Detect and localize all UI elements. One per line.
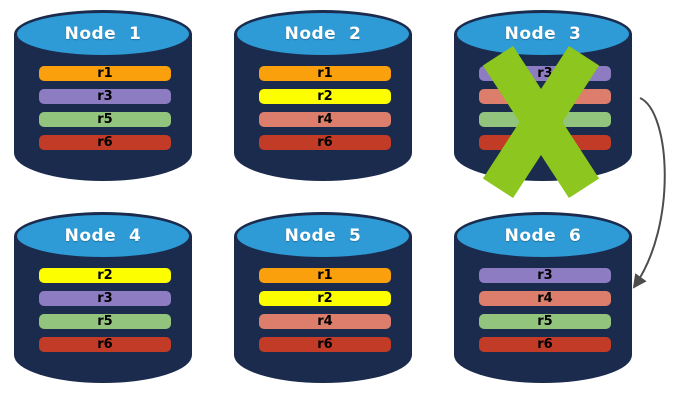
node-title-node-2: Node 2 [284, 24, 362, 44]
replica-bar-r3: r3 [479, 268, 611, 283]
replica-bar-r3: r3 [39, 291, 171, 306]
node-cylinder-node-6: Node 6 r3 r4 r5 r6 [454, 210, 632, 383]
node-title-node-1: Node 1 [64, 24, 142, 44]
node-cylinder-node-4: Node 4 r2 r3 r5 r6 [14, 210, 192, 383]
replica-list: r1 r2 r4 r6 [259, 66, 391, 150]
replica-bar-r2: r2 [259, 89, 391, 104]
replica-list: r2 r3 r5 r6 [39, 268, 171, 352]
replica-bar-r2: r2 [39, 268, 171, 283]
replica-bar-r6: r6 [479, 337, 611, 352]
node-title-node-3: Node 3 [504, 24, 582, 44]
cylinder-top: Node 6 [454, 212, 632, 260]
replica-bar-r4: r4 [479, 291, 611, 306]
cylinder-top: Node 4 [14, 212, 192, 260]
cylinder-top: Node 3 [454, 10, 632, 58]
replica-bar-r5: r5 [479, 314, 611, 329]
cylinder-body [234, 34, 412, 181]
replica-bar-r2: r2 [259, 291, 391, 306]
cylinder-top: Node 2 [234, 10, 412, 58]
replica-bar-r5: r5 [39, 314, 171, 329]
replica-bar-r4: r4 [259, 112, 391, 127]
replica-bar-r6: r6 [259, 337, 391, 352]
node-cylinder-node-5: Node 5 r1 r2 r4 r6 [234, 210, 412, 383]
failover-arrow-path [632, 97, 666, 289]
replica-bar-r6: r6 [259, 135, 391, 150]
cylinder-body [234, 236, 412, 383]
node-title-node-5: Node 5 [284, 226, 362, 246]
node-cylinder-node-2: Node 2 r1 r2 r4 r6 [234, 8, 412, 181]
cylinder-top: Node 5 [234, 212, 412, 260]
node-cylinder-node-1: Node 1 r1 r3 r5 r6 [14, 8, 192, 181]
cylinder-body [14, 236, 192, 383]
replica-bar-r4: r4 [259, 314, 391, 329]
node-title-node-6: Node 6 [504, 226, 582, 246]
failover-arrow [632, 97, 666, 289]
replica-list: r1 r3 r5 r6 [39, 66, 171, 150]
replica-bar-r5: r5 [39, 112, 171, 127]
replica-bar-r1: r1 [39, 66, 171, 81]
replica-bar-r6: r6 [39, 337, 171, 352]
cylinder-body [454, 236, 632, 383]
cylinder-top: Node 1 [14, 10, 192, 58]
replica-bar-r3: r3 [39, 89, 171, 104]
nodes-grid: Node 1 r1 r3 r5 r6 Node 2 r1 r2 r4 r6 Node 3 r… [14, 8, 632, 383]
replica-list: r3 r4 r5 r6 [479, 268, 611, 352]
replica-bar-r1: r1 [259, 268, 391, 283]
node-title-node-4: Node 4 [64, 226, 142, 246]
replica-bar-r6: r6 [39, 135, 171, 150]
cylinder-body [14, 34, 192, 181]
replica-bar-r1: r1 [259, 66, 391, 81]
replica-list: r1 r2 r4 r6 [259, 268, 391, 352]
